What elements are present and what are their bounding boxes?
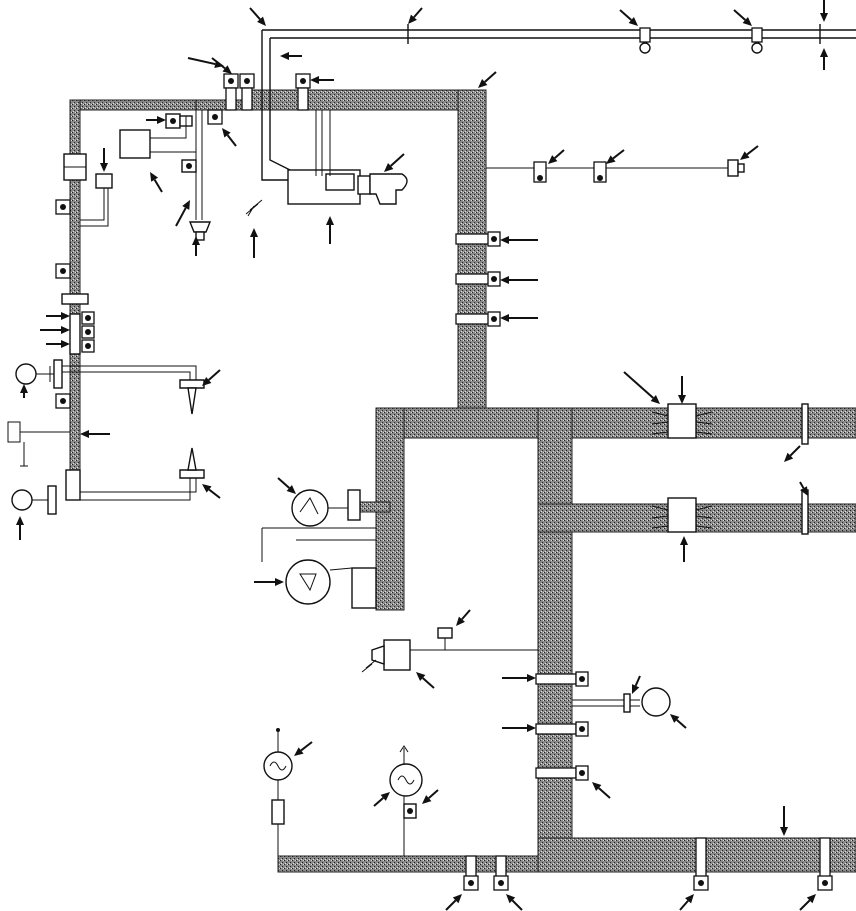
arrow-icon (445, 894, 462, 911)
junction-box (245, 110, 408, 217)
bottom-clips (463, 837, 833, 891)
arrow-icon (670, 714, 687, 729)
arrow-icon (280, 52, 302, 60)
arrow-icon (40, 326, 70, 334)
harness-top-mid (249, 89, 481, 111)
arrow-icon (478, 71, 497, 88)
arrow-icon (46, 312, 70, 320)
arrow-icon (211, 57, 232, 74)
arrow-icon (416, 672, 435, 689)
arrow-icon (502, 674, 536, 682)
harness-center-vertical (537, 407, 573, 869)
left-connectors (55, 153, 113, 501)
bulkhead-connectors (651, 403, 809, 535)
arrow-icon (502, 724, 536, 732)
arrow-icon (46, 340, 70, 348)
lamp-group (263, 728, 423, 856)
arrow-icon (678, 376, 686, 404)
arrow-icon (623, 371, 660, 404)
arrow-icon (820, 48, 828, 70)
arrow-icon (422, 789, 439, 804)
arrow-icon (16, 516, 24, 540)
arrow-icon (784, 445, 801, 462)
arrow-icon (175, 200, 190, 227)
arrow-icon (500, 276, 538, 284)
arrow-icon (146, 116, 166, 124)
arrow-icon (202, 484, 221, 499)
arrow-icon (326, 216, 334, 244)
left-sensors (7, 359, 205, 515)
arrow-icon (548, 149, 565, 164)
sender-branch (486, 159, 745, 183)
harness-trunk-group (69, 89, 856, 873)
arrow-icon (222, 128, 237, 147)
arrow-icon (820, 0, 828, 22)
arrow-icon (606, 149, 625, 164)
arrow-icon (384, 153, 405, 172)
arrow-icon (150, 172, 163, 193)
harness-main-horizontal (375, 407, 856, 439)
center-vertical-clips (535, 671, 671, 781)
arrow-icon (632, 675, 641, 694)
callout-arrows (16, 0, 828, 911)
arrow-icon (619, 9, 638, 26)
gauge-cluster (261, 489, 377, 609)
arrow-icon (254, 578, 284, 586)
arrow-icon (740, 145, 759, 160)
top-cable (261, 24, 856, 181)
arrow-icon (20, 384, 28, 398)
arrow-icon (500, 236, 538, 244)
arrow-icon (799, 894, 816, 911)
arrow-icon (799, 481, 808, 496)
arrow-icon (192, 236, 200, 256)
arrow-icon (680, 536, 688, 562)
arrow-icon (500, 314, 538, 322)
relay-module (119, 100, 212, 241)
arrow-icon (506, 894, 523, 911)
arrow-icon (277, 477, 296, 494)
right-vertical-clips (455, 231, 501, 327)
arrow-icon (733, 9, 752, 26)
arrow-icon (456, 609, 471, 626)
arrow-icon (408, 7, 423, 24)
harness-right-vertical (457, 89, 487, 411)
top-clip-group (207, 73, 311, 125)
arrow-icon (249, 7, 266, 26)
arrow-icon (310, 76, 334, 84)
arrow-icon (294, 741, 313, 756)
arrow-icon (592, 782, 611, 799)
arrow-icon (202, 369, 221, 386)
arrow-icon (250, 228, 258, 258)
arrow-icon (373, 792, 390, 807)
sender-lower (361, 627, 538, 673)
arrow-icon (80, 430, 110, 438)
arrow-icon (100, 148, 108, 172)
arrow-icon (780, 806, 788, 836)
harness-gauge-stub1 (359, 501, 391, 513)
arrow-icon (679, 894, 694, 911)
